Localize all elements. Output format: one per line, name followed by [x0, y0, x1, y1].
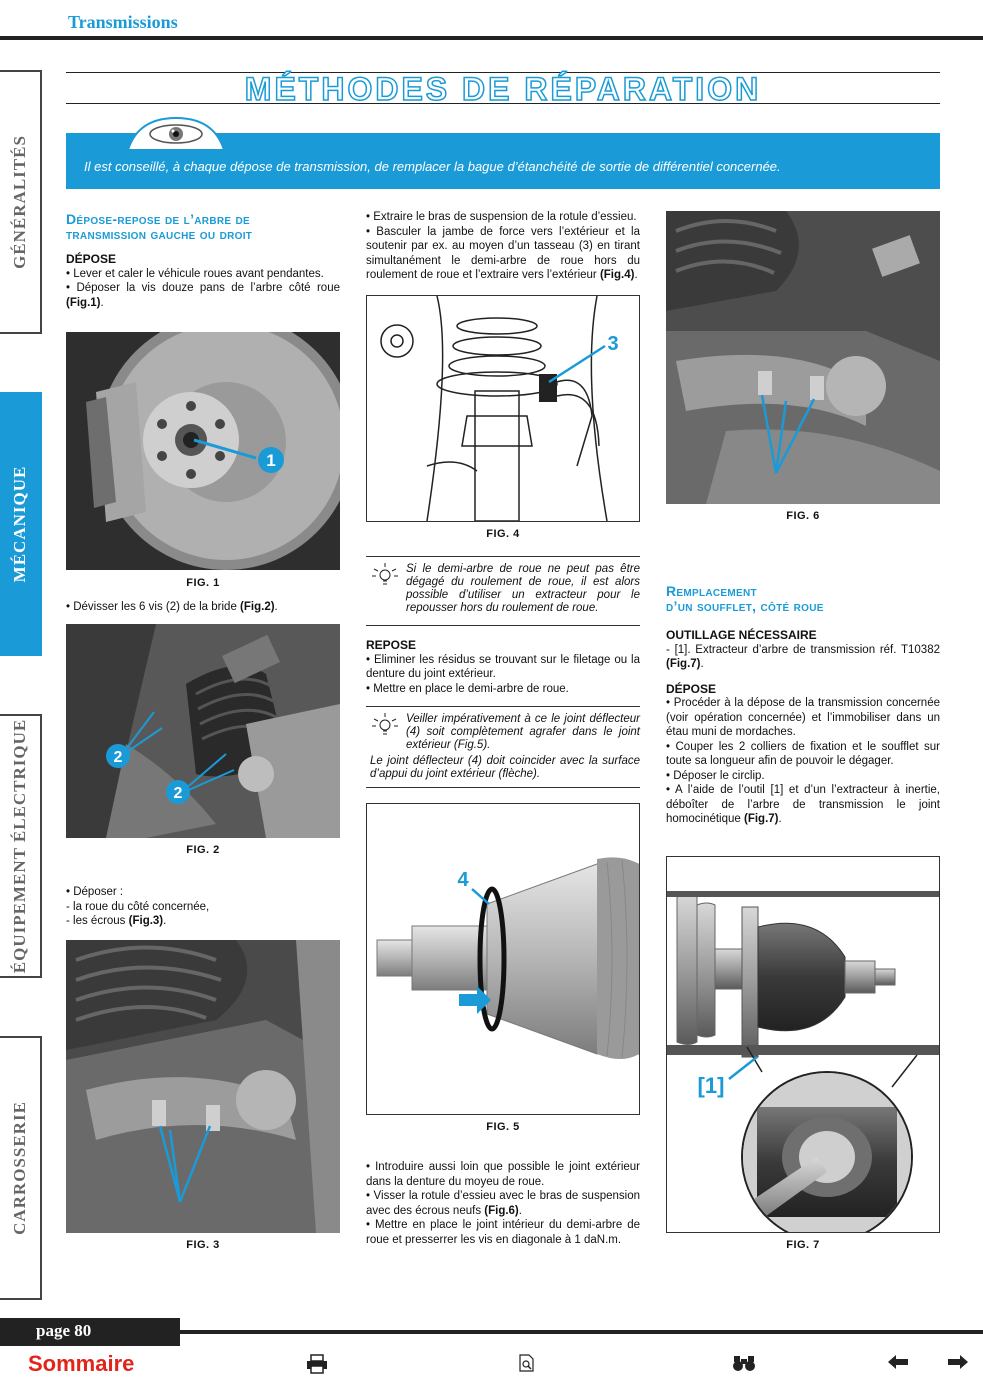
paragraph: • Couper les 2 colliers de fixation et l… — [666, 740, 940, 768]
tab-equipement-electrique[interactable]: ÉQUIPEMENT ÉLECTRIQUE — [0, 714, 42, 978]
column-2-repose: REPOSE • Eliminer les résidus se trouvan… — [366, 638, 640, 696]
paragraph: • Déposer le circlip. — [666, 769, 765, 782]
fig6-photo — [666, 211, 940, 504]
paragraph: - [1]. Extracteur d’arbre de transmissio… — [666, 643, 940, 671]
fig5-caption: FIG. 5 — [486, 1121, 520, 1133]
paragraph: • Lever et caler le véhicule roues avant… — [66, 267, 324, 280]
column-1: Dépose-repose de l’arbre de transmission… — [66, 212, 340, 310]
fig3-caption: FIG. 3 — [186, 1239, 220, 1251]
tab-mecanique[interactable]: MÉCANIQUE — [0, 392, 42, 656]
lightbulb-icon — [372, 713, 398, 735]
paragraph: • Mettre en place le demi-arbre de roue. — [366, 682, 569, 695]
fig7-callout: [1] — [698, 1073, 725, 1098]
arrow-right-icon[interactable] — [948, 1354, 968, 1370]
section-title: Transmissions — [68, 12, 178, 32]
paragraph: - les écrous (Fig.3). — [66, 915, 167, 927]
fig2-callout-a: 2 — [114, 749, 123, 766]
lightbulb-icon — [372, 563, 398, 585]
bottom-rule — [0, 1330, 983, 1334]
page-title: MÉTHODES DE RÉPARATION — [244, 71, 762, 107]
column-3: Remplacement d’un soufflet, côté roue OU… — [666, 584, 940, 827]
binoculars-icon[interactable] — [732, 1354, 756, 1372]
paragraph: • Eliminer les résidus se trouvant sur l… — [366, 653, 640, 681]
paragraph: • Introduire aussi loin que possible le … — [366, 1161, 640, 1188]
paragraph: - la roue du côté concernée, — [66, 900, 210, 913]
fig3-photo — [66, 940, 340, 1233]
tip-box-1: Si le demi-arbre de roue ne peut pas êtr… — [366, 556, 640, 626]
note-text: Il est conseillé, à chaque dépose de tra… — [84, 159, 781, 174]
subheading-repose: REPOSE — [366, 638, 417, 652]
tip-1-text: Si le demi-arbre de roue ne peut pas êtr… — [406, 563, 640, 614]
fig6-caption: FIG. 6 — [786, 510, 820, 522]
note-box: Il est conseillé, à chaque dépose de tra… — [66, 133, 940, 189]
page-number: page 80 — [36, 1321, 92, 1340]
tab-carrosserie[interactable]: CARROSSERIE — [0, 1036, 42, 1300]
paragraph: • Procéder à la dépose de la transmissio… — [666, 697, 940, 738]
paragraph: • Déposer : — [66, 886, 124, 898]
column-2-bottom: • Introduire aussi loin que possible le … — [366, 1160, 640, 1247]
fig2-photo: 2 2 — [66, 624, 340, 838]
page-number-box — [0, 1318, 180, 1346]
paragraph: • Extraire le bras de suspension de la r… — [366, 211, 637, 223]
arrow-left-icon[interactable] — [888, 1354, 908, 1370]
paragraph: • Mettre en place le joint intérieur du … — [366, 1219, 640, 1246]
subheading-depose: DÉPOSE — [66, 252, 117, 266]
fig1-callout: 1 — [266, 451, 275, 470]
fig7-caption: FIG. 7 — [786, 1239, 820, 1251]
heading-remplacement: Remplacement d’un soufflet, côté roue — [666, 583, 824, 614]
fig7-drawing: [1] — [666, 856, 940, 1233]
fig2-caption: FIG. 2 — [186, 844, 220, 856]
top-rule — [0, 36, 983, 40]
fig1-photo: 1 — [66, 332, 340, 570]
fig4-drawing: 3 — [366, 295, 640, 522]
main-title-box: MÉTHODES DE RÉPARATION — [66, 71, 940, 107]
paragraph: • Basculer la jambe de force vers l’exté… — [366, 225, 640, 282]
column-1-p4: • Déposer : - la roue du côté concernée,… — [66, 885, 340, 929]
subheading-outillage: OUTILLAGE NÉCESSAIRE — [666, 628, 817, 642]
heading-depose-repose: Dépose-repose de l’arbre de transmission… — [66, 211, 253, 242]
printer-icon[interactable] — [306, 1354, 328, 1374]
search-page-icon[interactable] — [519, 1354, 535, 1372]
tip-box-2: Veiller impérativement à ce le joint déf… — [366, 706, 640, 788]
tip-2-text-b: Le joint déflecteur (4) doit coincider a… — [370, 755, 640, 780]
paragraph: • Déposer la vis douze pans de l’arbre c… — [66, 282, 340, 309]
column-2-top: • Extraire le bras de suspension de la r… — [366, 210, 640, 283]
fig2-callout-b: 2 — [174, 785, 183, 802]
tab-generalites[interactable]: GÉNÉRALITÉS — [0, 70, 42, 334]
paragraph: • Dévisser les 6 vis (2) de la bride (Fi… — [66, 601, 278, 613]
sommaire-link[interactable]: Sommaire — [28, 1351, 135, 1376]
fig5-callout: 4 — [457, 869, 469, 891]
fig1-caption: FIG. 1 — [186, 577, 220, 589]
paragraph: • Visser la rotule d’essieu avec le bras… — [366, 1190, 640, 1217]
fig4-caption: FIG. 4 — [486, 528, 520, 540]
tip-2-text-a: Veiller impérativement à ce le joint déf… — [406, 713, 640, 751]
paragraph: • A l’aide de l’outil [1] et d’un l’extr… — [666, 784, 940, 825]
column-1-p3: • Dévisser les 6 vis (2) de la bride (Fi… — [66, 600, 340, 615]
fig4-callout: 3 — [607, 333, 618, 355]
fig5-drawing: 4 — [366, 803, 640, 1115]
subheading-depose-2: DÉPOSE — [666, 681, 717, 696]
eye-icon — [128, 116, 224, 150]
